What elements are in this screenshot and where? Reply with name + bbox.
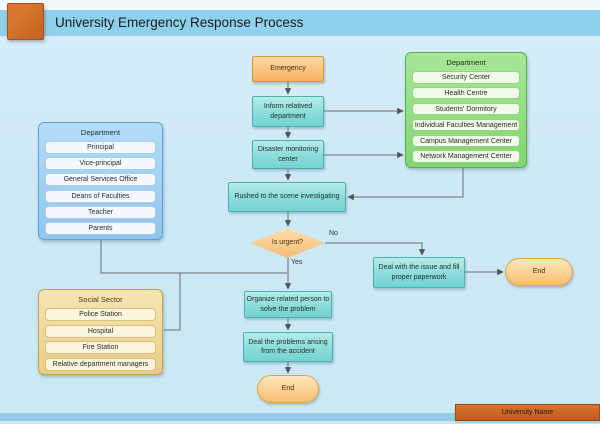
dept-left-item: Principal: [45, 141, 156, 154]
dept-right-item: Security Center: [412, 71, 520, 84]
social-item: Fire Station: [45, 341, 156, 355]
social-item: Police Station: [45, 308, 156, 321]
node-end-right: End: [505, 258, 573, 286]
title-bar: University Emergency Response Process: [0, 10, 600, 36]
node-end-main: End: [257, 375, 319, 403]
dept-right-item: Health Centre: [412, 86, 520, 100]
panel-title: Department: [446, 58, 486, 67]
panel-department-left: Department Principal Vice-principal Gene…: [38, 122, 163, 240]
node-organize-person: Organize related person to solve the pro…: [244, 291, 332, 318]
node-emergency: Emergency: [252, 56, 324, 82]
panel-social-sector: Social Sector Police Station Hospital Fi…: [38, 289, 163, 375]
top-margin-strip: [0, 0, 600, 11]
university-name-bar: University Name: [455, 404, 600, 421]
dept-right-item: Network Management Center: [412, 150, 520, 163]
dept-right-item: Students' Dormitory: [412, 102, 520, 116]
edge-label-no: No: [329, 230, 338, 237]
panel-title: Department: [80, 128, 121, 137]
panel-department-right: Department Security Center Health Centre…: [405, 52, 527, 168]
edge-label-yes: Yes: [291, 259, 303, 266]
dept-right-item: Individual Faculties Management: [412, 118, 520, 132]
panel-title: Social Sector: [78, 295, 123, 304]
edge-no-dealissue: [325, 242, 426, 256]
node-disaster-monitoring: Disaster monitoring center: [252, 140, 324, 169]
social-item: Hospital: [45, 324, 156, 338]
node-inform-department: Inform relatived department: [252, 96, 324, 127]
social-item: Relative department managers: [45, 357, 156, 371]
dept-left-item: Teacher: [45, 205, 156, 219]
dept-left-item: Vice-principal: [45, 157, 156, 171]
node-is-urgent-decision: Is urgent?: [250, 228, 325, 258]
dept-left-item: General Services Office: [45, 173, 156, 187]
bottom-edge-strip: [0, 421, 600, 424]
page-title: University Emergency Response Process: [55, 15, 304, 30]
dept-left-item: Deans of Faculties: [45, 189, 156, 203]
dept-left-item: Parents: [45, 221, 156, 235]
node-deal-issue-paperwork: Deal with the issue and fill proper pape…: [373, 257, 465, 288]
edge-junction-socialsector: [164, 273, 181, 331]
logo-square: [7, 3, 44, 40]
dept-right-item: Campus Management Center: [412, 134, 520, 148]
edge-deptpanel-rushed: [347, 168, 464, 201]
node-deal-problems: Deal the problems arising from the accid…: [243, 332, 333, 362]
node-rushed-to-scene: Rushed to the scene investigating: [228, 182, 346, 212]
bottom-margin-strip: [0, 413, 600, 421]
